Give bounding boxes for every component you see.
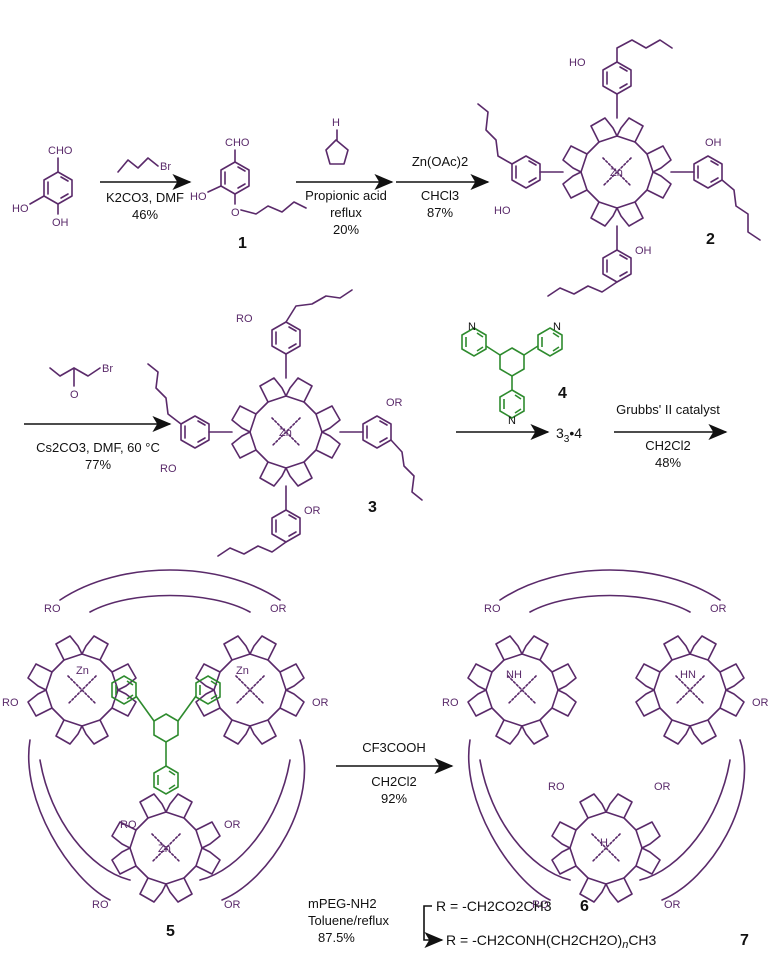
peg-reagent: mPEG-NH2 bbox=[308, 896, 377, 911]
oh-label: OH bbox=[52, 217, 69, 229]
compound-1: CHO HO O 1 bbox=[190, 137, 307, 252]
step5-arrow: Grubbs' II catalyst CH2Cl2 48% bbox=[614, 402, 728, 470]
pegylation-step: mPEG-NH2 Toluene/reflux 87.5% R = -CH2CO… bbox=[308, 896, 749, 951]
r-group-7: R = -CH2CONH(CH2CH2O)nCH3 bbox=[446, 932, 657, 951]
peg-cond-1: Toluene/reflux bbox=[308, 913, 389, 928]
step4-arrow: O Br Cs2CO3, DMF, 60 °C 77% bbox=[24, 363, 172, 472]
compound-3: Zn RO OR RO OR 3 bbox=[147, 289, 423, 557]
hn-label-6b: HN bbox=[680, 669, 696, 681]
step4-cond-1: Cs2CO3, DMF, 60 °C bbox=[36, 440, 160, 455]
h-label-6c: H bbox=[600, 837, 608, 849]
pyridine-n-3: N bbox=[508, 415, 516, 427]
cho-label: CHO bbox=[48, 145, 73, 157]
step2-arrow: H Propionic acid reflux 20% bbox=[296, 117, 394, 237]
or-label-6c: OR bbox=[654, 781, 671, 793]
compound-5: Zn Zn Zn RO OR RO OR RO OR RO OR 5 bbox=[2, 569, 329, 940]
reagent-br-label: Br bbox=[102, 363, 113, 375]
step1-arrow: Br K2CO3, DMF 46% bbox=[100, 157, 192, 222]
step5-cond-3: 48% bbox=[655, 455, 681, 470]
step3-arrow: Zn(OAc)2 CHCl3 87% bbox=[396, 154, 490, 220]
oh-label-2b: OH bbox=[635, 245, 652, 257]
zn-label-5b: Zn bbox=[236, 665, 249, 677]
step6-arrow: CF3COOH CH2Cl2 92% bbox=[336, 740, 454, 806]
compound-4: N N N 4 bbox=[461, 321, 567, 427]
ho-label: HO bbox=[12, 203, 29, 215]
or-label-6d: OR bbox=[664, 899, 681, 911]
ro-label-5b: RO bbox=[2, 697, 19, 709]
compound-5-number: 5 bbox=[166, 923, 175, 940]
or-label-5d: OR bbox=[224, 899, 241, 911]
step5-cond-2: CH2Cl2 bbox=[645, 438, 691, 453]
ho-label-1: HO bbox=[190, 191, 207, 203]
ro-label-5a: RO bbox=[44, 603, 61, 615]
complexation-arrow: 33•4 bbox=[456, 424, 582, 445]
step6-cond-3: 92% bbox=[381, 791, 407, 806]
ro-label-3b: RO bbox=[160, 463, 177, 475]
step1-cond-2: 46% bbox=[132, 207, 158, 222]
br-label: Br bbox=[160, 161, 171, 173]
compound-6: NH HN H RO OR RO OR RO OR RO OR bbox=[442, 569, 769, 911]
step5-cond-1: Grubbs' II catalyst bbox=[616, 402, 720, 417]
ro-label-6c: RO bbox=[548, 781, 565, 793]
peg-cond-2: 87.5% bbox=[318, 930, 355, 945]
or-label-6a: OR bbox=[710, 603, 727, 615]
or-label-5c: OR bbox=[224, 819, 241, 831]
step4-cond-2: 77% bbox=[85, 457, 111, 472]
compound-4-number: 4 bbox=[558, 385, 567, 402]
or-label-6b: OR bbox=[752, 697, 769, 709]
reagent-o-label: O bbox=[70, 389, 79, 401]
ro-label-5c: RO bbox=[120, 819, 137, 831]
step3-cond-2: CHCl3 bbox=[421, 188, 459, 203]
step3-cond-1: Zn(OAc)2 bbox=[412, 154, 468, 169]
pyridine-n-2: N bbox=[553, 321, 561, 333]
or-label-3a: OR bbox=[386, 397, 403, 409]
r-group-6: R = -CH2CO2CH3 bbox=[436, 898, 552, 914]
complex-label: 33•4 bbox=[556, 425, 582, 445]
ro-label-6a: RO bbox=[484, 603, 501, 615]
compound-1-number: 1 bbox=[238, 235, 247, 252]
oh-label-2: OH bbox=[705, 137, 722, 149]
compound-6-number: 6 bbox=[580, 898, 589, 915]
ro-label-5d: RO bbox=[92, 899, 109, 911]
step3-cond-3: 87% bbox=[427, 205, 453, 220]
ho-label-2b: HO bbox=[494, 205, 511, 217]
zn-label-3: Zn bbox=[279, 427, 292, 439]
step6-cond-1: CF3COOH bbox=[362, 740, 426, 755]
step2-cond-1: Propionic acid bbox=[305, 188, 387, 203]
ro-label-6b: RO bbox=[442, 697, 459, 709]
compound-2: Zn HO OH HO OH 2 bbox=[477, 39, 761, 297]
cho-label-1: CHO bbox=[225, 137, 250, 149]
zn-label-5c: Zn bbox=[158, 843, 171, 855]
compound-2-number: 2 bbox=[706, 231, 715, 248]
zn-label-2: Zn bbox=[610, 167, 623, 179]
step2-cond-2: reflux bbox=[330, 205, 362, 220]
compound-7-number: 7 bbox=[740, 932, 749, 949]
or-label-5a: OR bbox=[270, 603, 287, 615]
ho-label-2a: HO bbox=[569, 57, 586, 69]
compound-3-number: 3 bbox=[368, 499, 377, 516]
or-label-3b: OR bbox=[304, 505, 321, 517]
pyridine-n-1: N bbox=[468, 321, 476, 333]
pyrrole-h: H bbox=[332, 117, 340, 129]
step1-cond-1: K2CO3, DMF bbox=[106, 190, 184, 205]
nh-label-6a: NH bbox=[506, 669, 522, 681]
ro-label-6d: RO bbox=[532, 899, 549, 911]
starting-material: CHO HO OH bbox=[12, 145, 73, 229]
step6-cond-2: CH2Cl2 bbox=[371, 774, 417, 789]
zn-label-5a: Zn bbox=[76, 665, 89, 677]
ro-label-3a: RO bbox=[236, 313, 253, 325]
or-label-5b: OR bbox=[312, 697, 329, 709]
o-label-1: O bbox=[231, 207, 240, 219]
step2-cond-3: 20% bbox=[333, 222, 359, 237]
